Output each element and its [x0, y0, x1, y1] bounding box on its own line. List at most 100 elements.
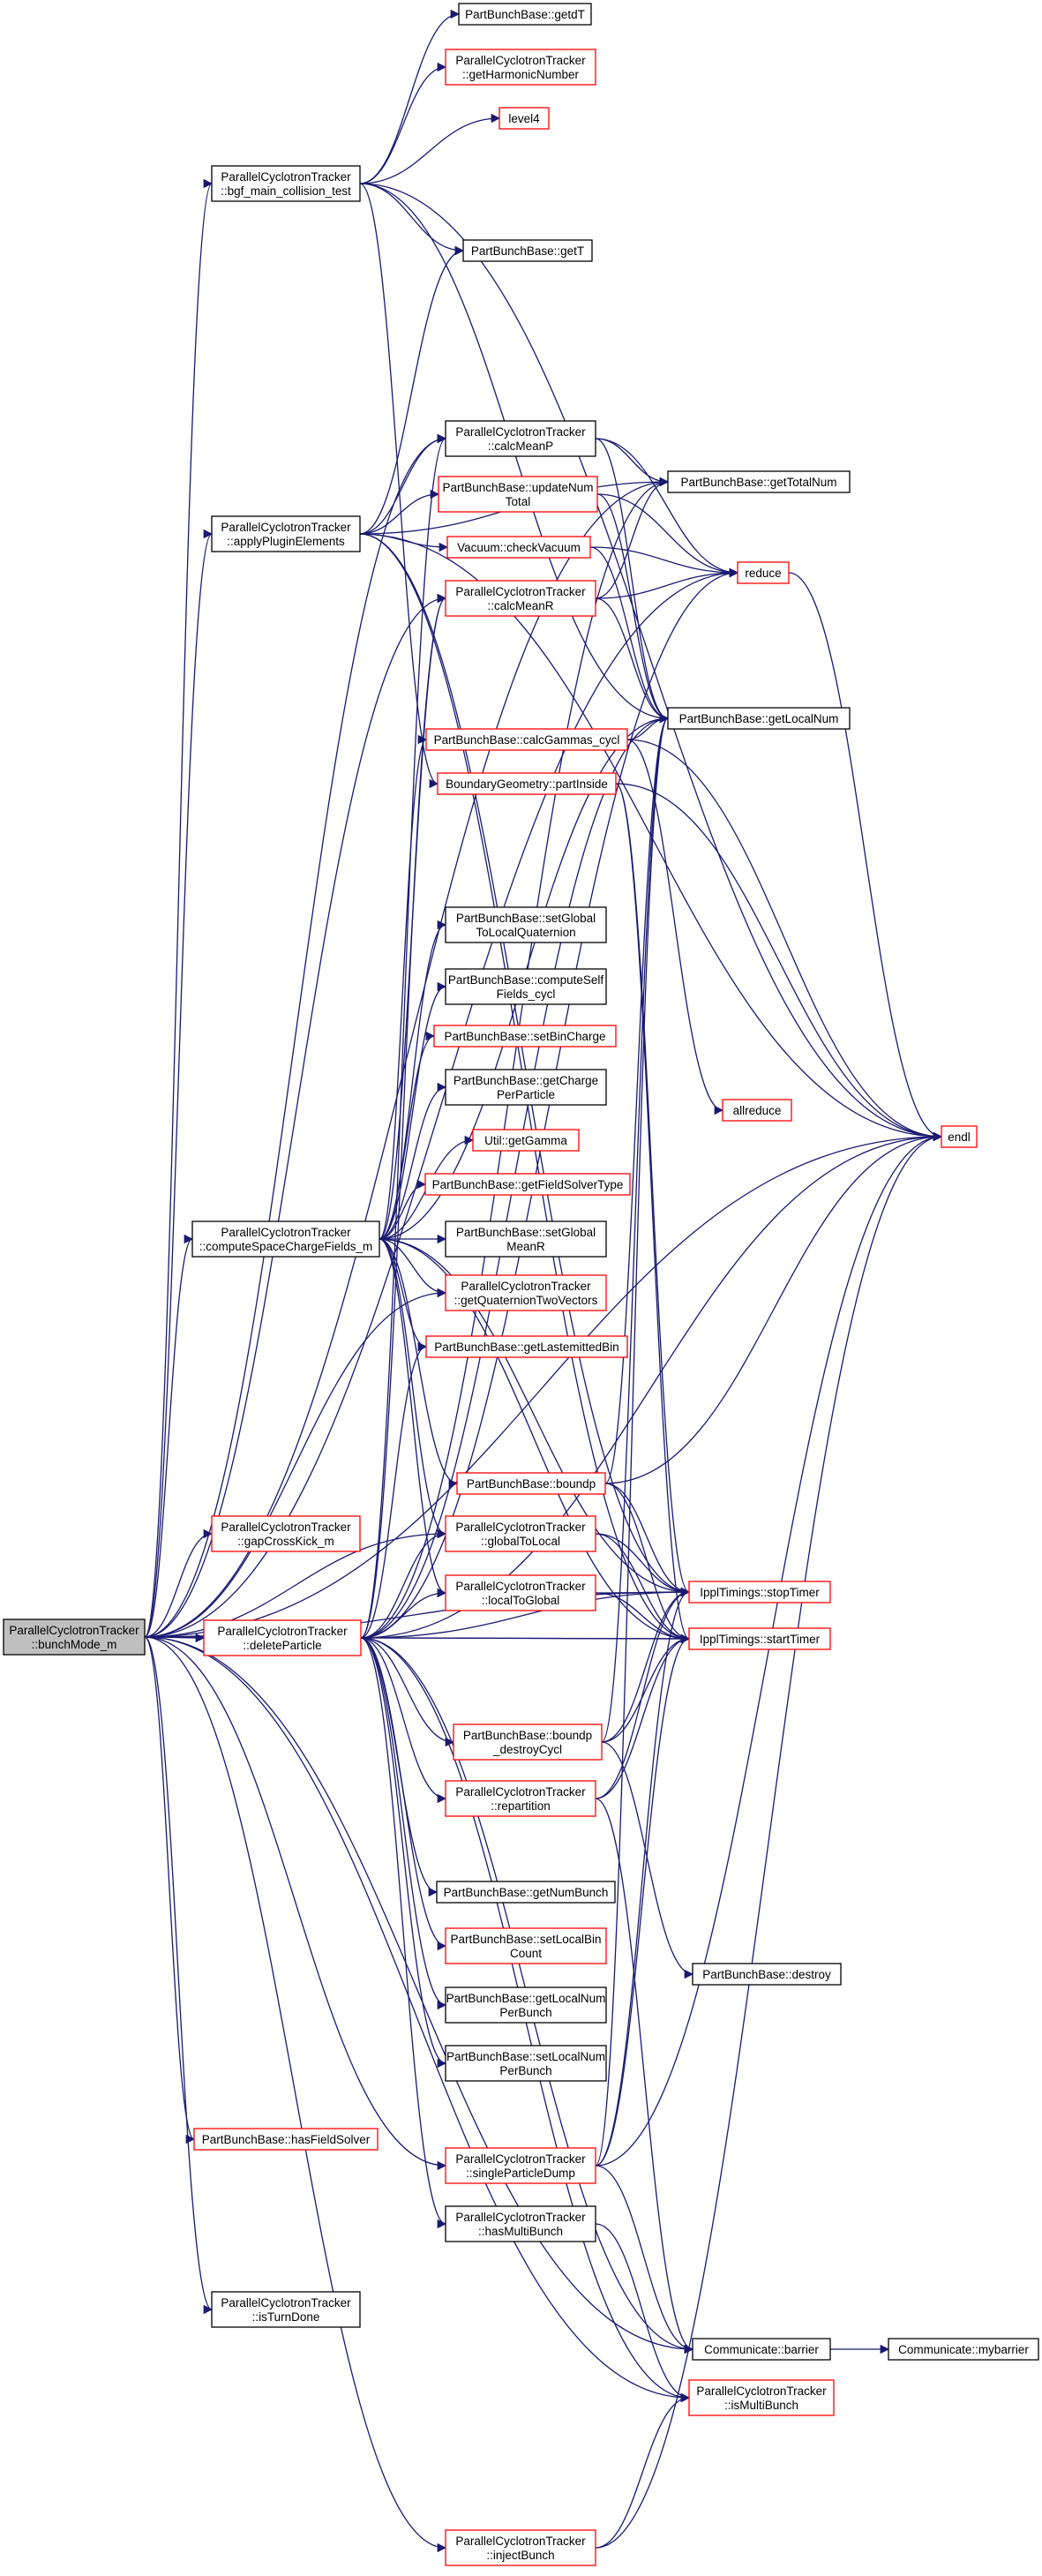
edge-root-to-single-particle-dump [144, 1636, 447, 2171]
node-apply-plugin[interactable]: ParallelCyclotronTracker::applyPluginEle… [211, 515, 361, 552]
node-set-bin-charge[interactable]: PartBunchBase::setBinCharge [433, 1025, 617, 1048]
node-label-line: PartBunchBase::boundp [463, 1729, 592, 1742]
edge-root-to-bgf [144, 179, 214, 1638]
node-bgf[interactable]: ParallelCyclotronTracker::bgf_main_colli… [211, 165, 361, 202]
node-has-field-solver[interactable]: PartBunchBase::hasFieldSolver [193, 2128, 379, 2151]
node-label-line: PartBunchBase::getT [471, 244, 584, 258]
node-label-line: PartBunchBase::computeSelf [448, 973, 604, 987]
node-box [438, 476, 598, 513]
node-label-line: PartBunchBase::getdT [465, 8, 585, 21]
edge-delete-particle-to-calc-mean-p [360, 434, 447, 1639]
node-global-to-local[interactable]: ParallelCyclotronTracker::globalToLocal [445, 1515, 596, 1552]
node-label-line: PartBunchBase::getLocalNum [679, 712, 839, 725]
node-calc-gammas[interactable]: PartBunchBase::calcGammas_cycl [425, 728, 628, 751]
node-calc-mean-r[interactable]: ParallelCyclotronTracker::calcMeanR [445, 580, 596, 617]
node-single-particle-dump[interactable]: ParallelCyclotronTracker::singleParticle… [445, 2147, 596, 2184]
node-get-field-solver-type[interactable]: PartBunchBase::getFieldSolverType [424, 1173, 631, 1196]
node-box [445, 1986, 607, 2024]
edge-root-to-calc-mean-p [144, 433, 447, 1638]
node-level4[interactable]: level4 [499, 107, 550, 130]
node-get-harmonic-number[interactable]: ParallelCyclotronTracker::getHarmonicNum… [445, 49, 596, 86]
node-reduce[interactable]: reduce [737, 561, 790, 584]
node-destroy[interactable]: PartBunchBase::destroy [692, 1963, 842, 1986]
node-get-local-num[interactable]: PartBunchBase::getLocalNum [667, 707, 851, 730]
node-boundp-destroy[interactable]: PartBunchBase::boundp_destroyCycl [453, 1724, 603, 1761]
node-delete-particle[interactable]: ParallelCyclotronTracker::deleteParticle [203, 1619, 362, 1656]
edge-repartition-to-barrier [595, 1798, 694, 2354]
node-label-line: PartBunchBase::setLocalNum [446, 2050, 605, 2063]
node-get-last-emitted[interactable]: PartBunchBase::getLastemittedBin [425, 1335, 628, 1358]
node-box [458, 3, 592, 26]
node-label-line: ParallelCyclotronTracker [455, 2535, 586, 2548]
node-check-vacuum[interactable]: Vacuum::checkVacuum [446, 536, 591, 559]
node-compute-scf[interactable]: ParallelCyclotronTracker::computeSpaceCh… [191, 1220, 380, 1258]
node-get-num-bunch[interactable]: PartBunchBase::getNumBunch [436, 1881, 616, 1904]
edge-apply-plugin-to-get-t [359, 245, 465, 535]
node-is-multi-bunch[interactable]: ParallelCyclotronTracker::isMultiBunch [688, 2379, 835, 2416]
edge-root-to-apply-plugin [144, 529, 214, 1638]
node-gap-cross-kick[interactable]: ParallelCyclotronTracker::gapCrossKick_m [211, 1515, 361, 1552]
node-label-line: Util::getGamma [484, 1134, 567, 1147]
edge-inject-bunch-to-endl [595, 1131, 943, 2549]
node-label-line: ParallelCyclotronTracker [696, 2384, 827, 2398]
node-box [445, 2045, 607, 2082]
node-label-line: PartBunchBase::getLocalNum [446, 1992, 606, 2005]
node-get-quaternion[interactable]: ParallelCyclotronTracker::getQuaternionT… [445, 1274, 607, 1311]
node-root[interactable]: ParallelCyclotronTracker::bunchMode_m [3, 1618, 146, 1656]
node-mybarrier[interactable]: Communicate::mybarrier [888, 2338, 1039, 2361]
edge-delete-particle-to-has-multi-bunch [360, 1637, 447, 2229]
node-set-global-to-local-q[interactable]: PartBunchBase::setGlobalToLocalQuaternio… [445, 906, 607, 943]
node-get-total-num[interactable]: PartBunchBase::getTotalNum [667, 470, 851, 493]
edge-bgf-to-part-inside [359, 183, 439, 789]
node-box [462, 239, 593, 262]
edge-local-to-global-to-start-timer [595, 1592, 691, 1644]
node-stop-timer[interactable]: IpplTimings::stopTimer [688, 1581, 831, 1603]
node-start-timer[interactable]: IpplTimings::startTimer [688, 1627, 831, 1650]
edge-bgf-to-get-harmonic-number [359, 62, 447, 184]
node-get-gamma[interactable]: Util::getGamma [472, 1129, 580, 1152]
node-box [445, 420, 596, 457]
edge-apply-plugin-to-calc-mean-p [359, 433, 447, 535]
node-inject-bunch[interactable]: ParallelCyclotronTracker::injectBunch [445, 2529, 596, 2566]
node-label-line: ::globalToLocal [481, 1535, 560, 1548]
node-label-line: ::bgf_main_collision_test [221, 184, 351, 198]
edge-root-to-calc-mean-r [144, 593, 447, 1638]
node-calc-mean-p[interactable]: ParallelCyclotronTracker::calcMeanP [445, 420, 596, 457]
node-is-turn-done[interactable]: ParallelCyclotronTracker::isTurnDone [211, 2291, 361, 2328]
edge-apply-plugin-to-update-num-total [359, 489, 440, 535]
node-label-line: ParallelCyclotronTracker [461, 1280, 591, 1293]
node-box [191, 1220, 380, 1258]
edge-delete-particle-to-get-total-num [360, 477, 670, 1639]
node-part-inside[interactable]: BoundaryGeometry::partInside [437, 772, 617, 795]
edge-compute-scf-to-global-to-local [379, 1238, 447, 1539]
node-allreduce[interactable]: allreduce [722, 1099, 792, 1122]
node-get-t[interactable]: PartBunchBase::getT [462, 239, 593, 262]
edge-single-particle-dump-to-get-local-num [595, 714, 670, 2167]
node-has-multi-bunch[interactable]: ParallelCyclotronTracker::hasMultiBunch [445, 2205, 596, 2242]
node-local-to-global[interactable]: ParallelCyclotronTracker::localToGlobal [445, 1574, 596, 1611]
edge-boundp-to-get-local-num [604, 714, 670, 1484]
node-box [445, 2205, 596, 2242]
node-repartition[interactable]: ParallelCyclotronTracker::repartition [445, 1780, 596, 1817]
node-label-line: Total [506, 495, 531, 508]
node-box [667, 707, 851, 730]
node-box [445, 580, 596, 617]
node-endl[interactable]: endl [941, 1125, 978, 1148]
node-box [692, 1963, 842, 1986]
node-label-line: ParallelCyclotronTracker [455, 425, 586, 439]
node-label-line: PartBunchBase::hasFieldSolver [202, 2133, 371, 2146]
edge-delete-particle-to-repartition [360, 1637, 447, 1804]
node-boundp[interactable]: PartBunchBase::boundp [456, 1472, 606, 1495]
node-barrier[interactable]: Communicate::barrier [692, 2338, 831, 2361]
node-label-line: ::getHarmonicNumber [462, 68, 580, 81]
node-getd-t[interactable]: PartBunchBase::getdT [458, 3, 592, 26]
node-label-line: ParallelCyclotronTracker [221, 170, 351, 184]
node-label-line: ParallelCyclotronTracker [455, 585, 586, 598]
